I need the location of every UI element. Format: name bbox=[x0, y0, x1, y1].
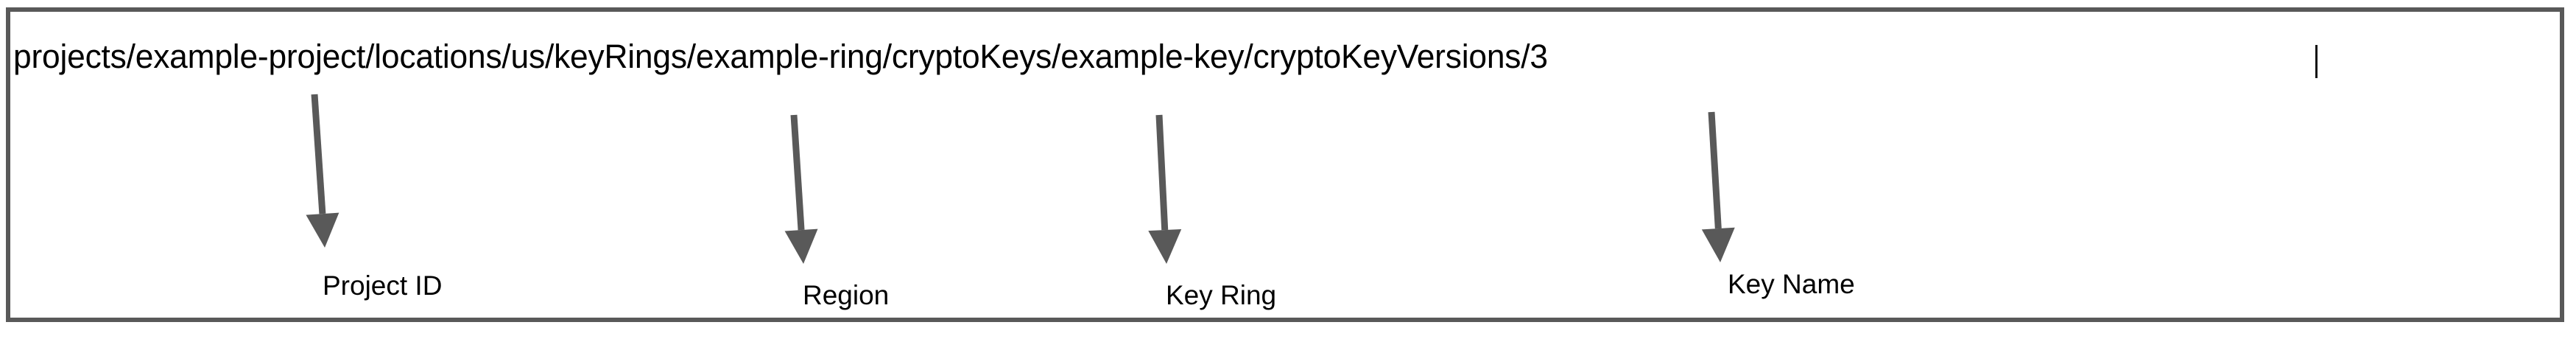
resource-path-text[interactable]: projects/example-project/locations/us/ke… bbox=[13, 38, 1548, 75]
text-caret bbox=[2315, 45, 2318, 78]
path-field-frame bbox=[6, 7, 2564, 322]
resource-path-row[interactable]: projects/example-project/locations/us/ke… bbox=[13, 34, 1572, 80]
